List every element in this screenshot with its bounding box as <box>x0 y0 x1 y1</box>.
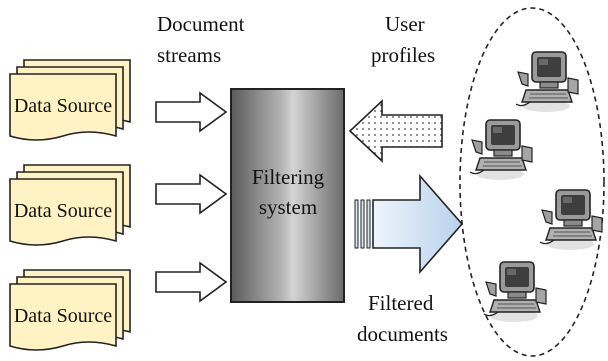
filtered-documents-arrow <box>354 173 464 275</box>
user-profiles-arrow <box>348 99 443 163</box>
user-computer-1 <box>515 51 579 113</box>
data-source-3: Data Source <box>9 269 131 351</box>
data-source-1: Data Source <box>9 59 131 141</box>
filtering-system-box <box>230 88 345 303</box>
user-profiles-label-line1: User <box>385 12 425 36</box>
filtered-documents-label-line2: documents <box>357 322 448 346</box>
computer-user-icon <box>469 119 533 181</box>
computer-user-icon <box>515 51 579 113</box>
user-computer-2 <box>469 119 533 181</box>
user-computer-3 <box>539 189 603 251</box>
data-source-label: Data Source <box>14 200 112 222</box>
document-streams-label-line1: Document <box>157 12 245 36</box>
document-stream-arrow-2 <box>155 174 227 214</box>
data-source-label: Data Source <box>14 95 112 117</box>
filtered-documents-label-line1: Filtered <box>368 291 434 315</box>
document-streams-label-line2: streams <box>157 43 221 67</box>
computer-user-icon <box>483 261 547 323</box>
filtering-system-label-line2: system <box>259 195 317 219</box>
data-source-2: Data Source <box>9 164 131 246</box>
user-group-ellipse <box>459 7 605 357</box>
document-stream-arrow-1 <box>155 92 227 132</box>
user-computer-4 <box>483 261 547 323</box>
filtering-system-label-line1: Filtering <box>252 165 325 189</box>
computer-user-icon <box>539 189 603 251</box>
user-profiles-label-line2: profiles <box>371 43 435 67</box>
document-stream-arrow-3 <box>155 262 227 302</box>
data-source-label: Data Source <box>14 305 112 327</box>
